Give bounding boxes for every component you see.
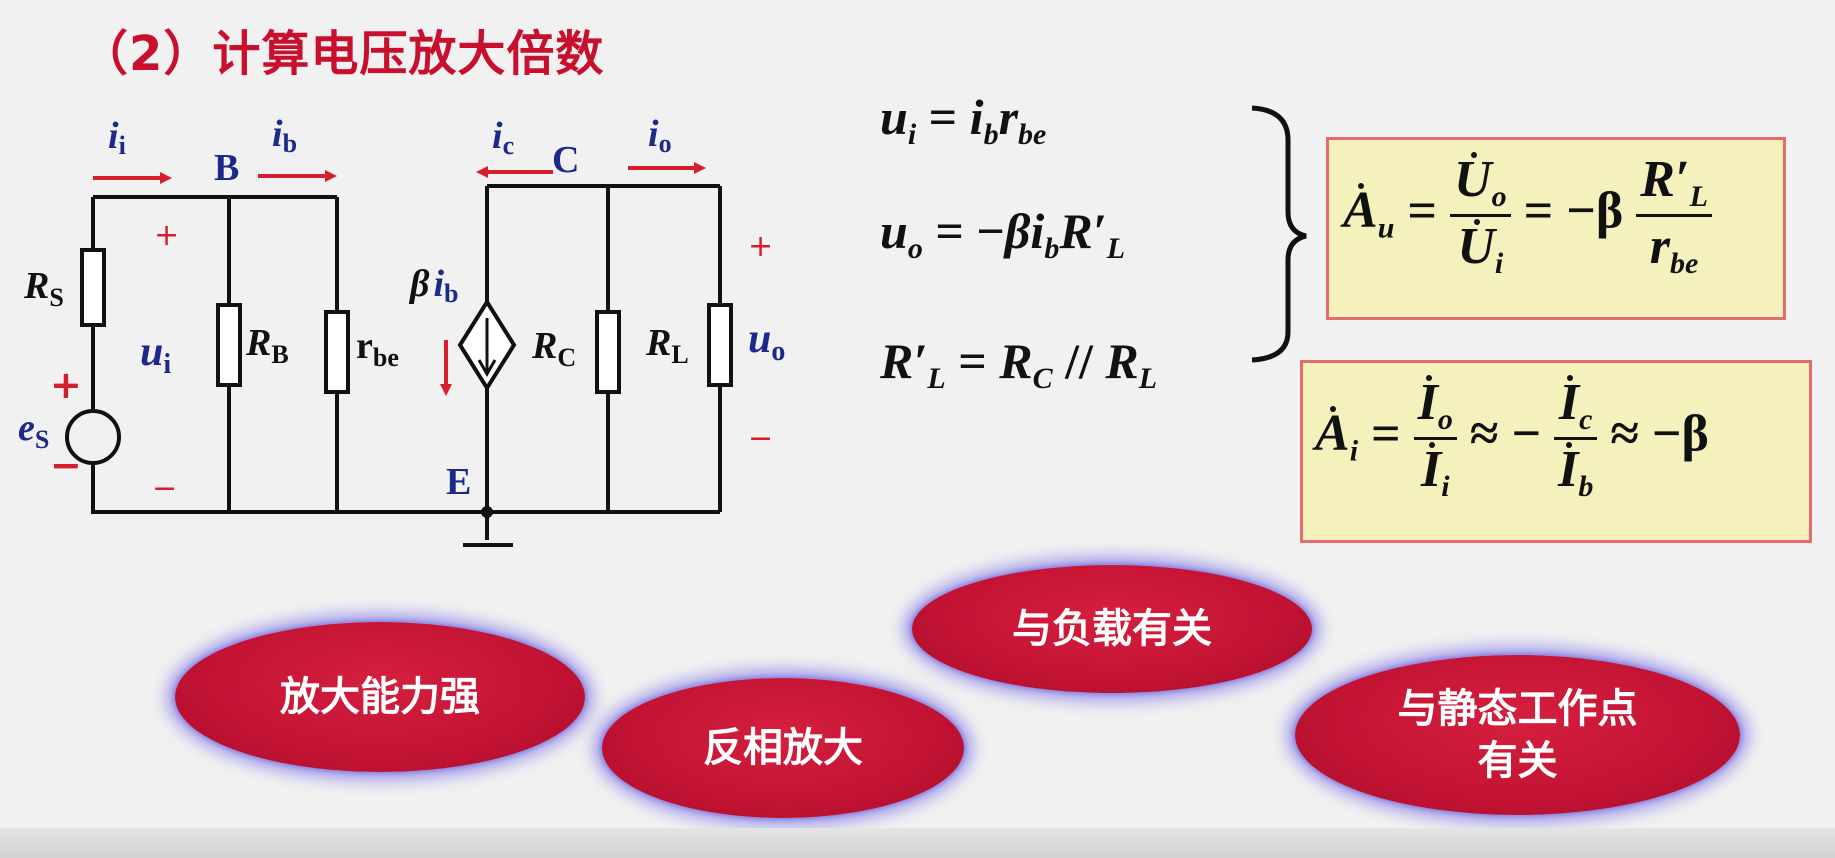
- node-label-b: B: [214, 147, 239, 189]
- label-uo: uo: [748, 316, 785, 367]
- resistor-rs: [80, 248, 106, 327]
- equation-uo: uo = −βibR′L: [880, 203, 1126, 265]
- label-rl: RL: [645, 322, 689, 369]
- dependent-current-source: [457, 298, 517, 392]
- label-ib: ib: [272, 113, 297, 158]
- bubble-load-dependent: 与负载有关: [912, 565, 1312, 693]
- voltage-source-es: [65, 409, 121, 465]
- sign-minus-uo: −: [748, 421, 773, 456]
- resistor-rbe: [324, 310, 350, 394]
- sign-minus-ui: −: [152, 471, 177, 506]
- resistor-rl: [707, 303, 733, 387]
- label-rbe: rbe: [356, 325, 399, 372]
- resistor-rb: [216, 303, 242, 387]
- node-e-dot: [481, 506, 493, 518]
- resistor-rc: [595, 310, 621, 394]
- bubble-strong-amplification: 放大能力强: [175, 622, 585, 772]
- sign-minus-es: −: [50, 443, 82, 487]
- label-es: eS: [18, 407, 49, 454]
- label-ic: ic: [492, 115, 514, 160]
- circuit-wires: [91, 184, 722, 547]
- slide-title: （2）计算电压放大倍数: [80, 26, 605, 82]
- equation-ui: ui = ibrbe: [880, 89, 1047, 151]
- footer-bar: [0, 828, 1835, 858]
- right-curly-brace: [1251, 105, 1307, 363]
- sign-plus-es: +: [50, 363, 82, 407]
- label-io: io: [648, 113, 672, 158]
- label-rc: RC: [531, 325, 576, 372]
- node-label-e: E: [446, 461, 471, 503]
- bubble-inverting-amplification: 反相放大: [602, 678, 964, 818]
- label-ii: ii: [108, 115, 126, 160]
- label-ui: ui: [140, 329, 171, 380]
- label-rs: RS: [23, 265, 64, 312]
- sign-plus-ui: +: [154, 218, 179, 253]
- sign-plus-uo: +: [748, 229, 773, 264]
- equation-rl-prime: R′L = RC // RL: [880, 333, 1158, 395]
- bubble-q-point-dependent: 与静态工作点 有关: [1295, 655, 1740, 815]
- label-rb: RB: [245, 322, 289, 369]
- node-label-c: C: [552, 139, 579, 181]
